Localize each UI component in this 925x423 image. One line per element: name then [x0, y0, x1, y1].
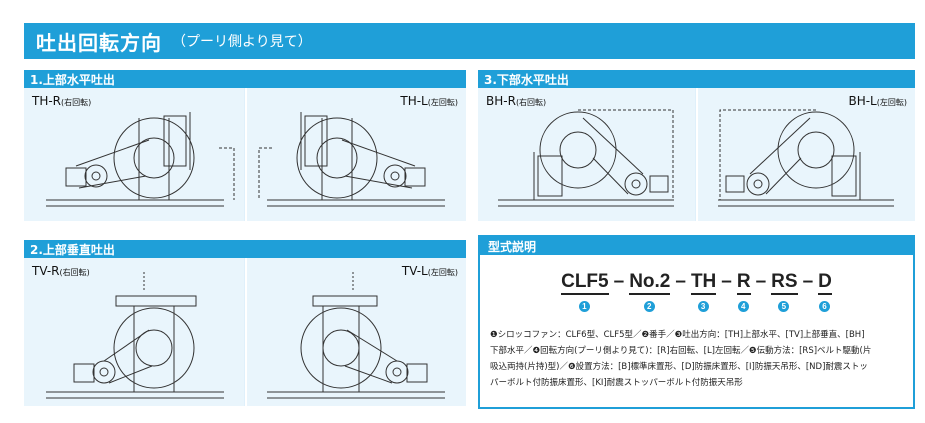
diagram-bh-r: BH-R(右回転)	[478, 88, 695, 221]
page-title: 吐出回転方向	[36, 30, 162, 55]
diagram-th-r: TH-R(右回転)	[24, 88, 244, 221]
description-line: ❶シロッコファン：CLF6型、CLF5型／❷番手／❸吐出方向：[TH]上部水平、…	[490, 330, 865, 340]
diagram-tv-r: TV-R(右回転)	[24, 258, 244, 406]
code-dash: –	[802, 271, 814, 292]
segment-number: 1	[578, 301, 590, 312]
code-dash: –	[755, 271, 767, 292]
panel-top-horizontal: 1.上部水平吐出 TH-R(右回転) TH-L(左回転)	[24, 70, 466, 221]
panel-header: 3.下部水平吐出	[478, 70, 915, 88]
diagram-label: TV-L(左回転)	[401, 264, 458, 278]
divider	[696, 88, 698, 221]
segment-number: 3	[697, 301, 709, 312]
panel-header: 2.上部垂直吐出	[24, 240, 466, 258]
model-header: 型式説明	[480, 237, 913, 255]
diagram-label: TV-R(右回転)	[32, 264, 90, 278]
panel-top-vertical: 2.上部垂直吐出 TV-R(右回転) TV-L(左回転)	[24, 240, 466, 406]
diagram-label: TH-R(右回転)	[32, 94, 92, 108]
fan-diagram-th-l	[258, 112, 445, 207]
fan-diagram-bh-r	[498, 109, 674, 207]
segment-number: 6	[819, 301, 831, 312]
segment-number: 4	[737, 301, 749, 312]
diagram-label: TH-L(左回転)	[400, 94, 458, 108]
fan-diagram-th-r	[46, 112, 235, 207]
diagram-tv-l: TV-L(左回転)	[247, 258, 466, 406]
segment-number: 5	[778, 301, 790, 312]
model-description: ❶シロッコファン：CLF6型、CLF5型／❷番手／❸吐出方向：[TH]上部水平、…	[490, 327, 905, 391]
fan-diagram-bh-l	[718, 109, 894, 207]
code-dash: –	[613, 271, 625, 292]
fan-diagram-tv-r	[46, 272, 224, 399]
description-line: 吸込両持(片持)型)／❻設置方法：[B]標準床置形、[D]防振床置形、[I]防振…	[490, 362, 868, 372]
segment-number: 2	[643, 301, 655, 312]
panel-bottom-horizontal: 3.下部水平吐出 BH-R(右回転) BH-L(左回転)	[478, 70, 915, 221]
description-line: 下部水平／❹回転方向(プーリ側より見て)：[R]右回転、[L]左回転／❺伝動方法…	[490, 346, 872, 356]
fan-diagram-tv-l	[267, 272, 445, 399]
title-bar: 吐出回転方向 （プーリ側より見て）	[24, 23, 915, 59]
diagram-label: BH-R(右回転)	[486, 94, 547, 108]
code-dash: –	[675, 271, 686, 292]
description-line: パーボルト付防振床置形、[KI]耐震ストッパーボルト付防振天吊形	[490, 378, 743, 388]
divider	[245, 258, 247, 406]
panel-header: 1.上部水平吐出	[24, 70, 466, 88]
divider	[245, 88, 247, 221]
code-dash: –	[721, 271, 732, 292]
diagram-label: BH-L(左回転)	[848, 94, 907, 108]
page-subtitle: （プーリ側より見て）	[172, 34, 312, 50]
diagram-th-l: TH-L(左回転)	[247, 88, 466, 221]
diagram-bh-l: BH-L(左回転)	[698, 88, 915, 221]
